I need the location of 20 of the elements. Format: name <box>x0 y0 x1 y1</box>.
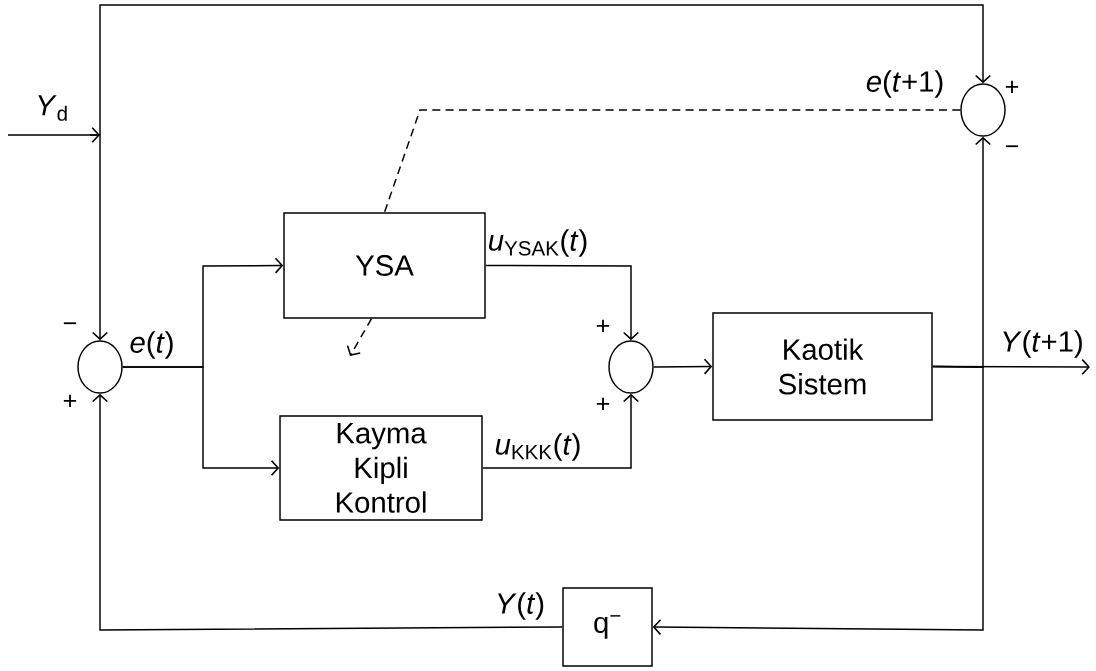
sign-label: + <box>596 319 610 333</box>
edge-label: e(t) <box>130 331 173 359</box>
summing-junction <box>77 340 123 394</box>
summing-junction <box>960 83 1006 137</box>
block-box: q$^{−}$ <box>562 587 653 667</box>
sign-label: + <box>1005 80 1019 94</box>
edge-label: e(t+1) <box>866 70 943 98</box>
sign-label: + <box>596 397 610 411</box>
edge-label: u$_{YSAK}$(t) <box>489 229 587 257</box>
block-box: YSA <box>283 212 486 319</box>
edge-label: u$_{KKK}$(t) <box>495 433 580 461</box>
edge-label: Y(t+1) <box>1003 330 1082 358</box>
sign-label: − <box>63 322 77 325</box>
summing-junction <box>608 340 654 394</box>
block-box: Kaotik Sistem <box>712 312 933 421</box>
block-box: Kayma Kipli Kontrol <box>279 415 483 521</box>
edge-label: Y(t) <box>498 592 544 620</box>
edge-label: Y$_{d}$ <box>38 95 67 121</box>
sign-label: − <box>1005 145 1019 148</box>
sign-label: + <box>63 394 77 408</box>
